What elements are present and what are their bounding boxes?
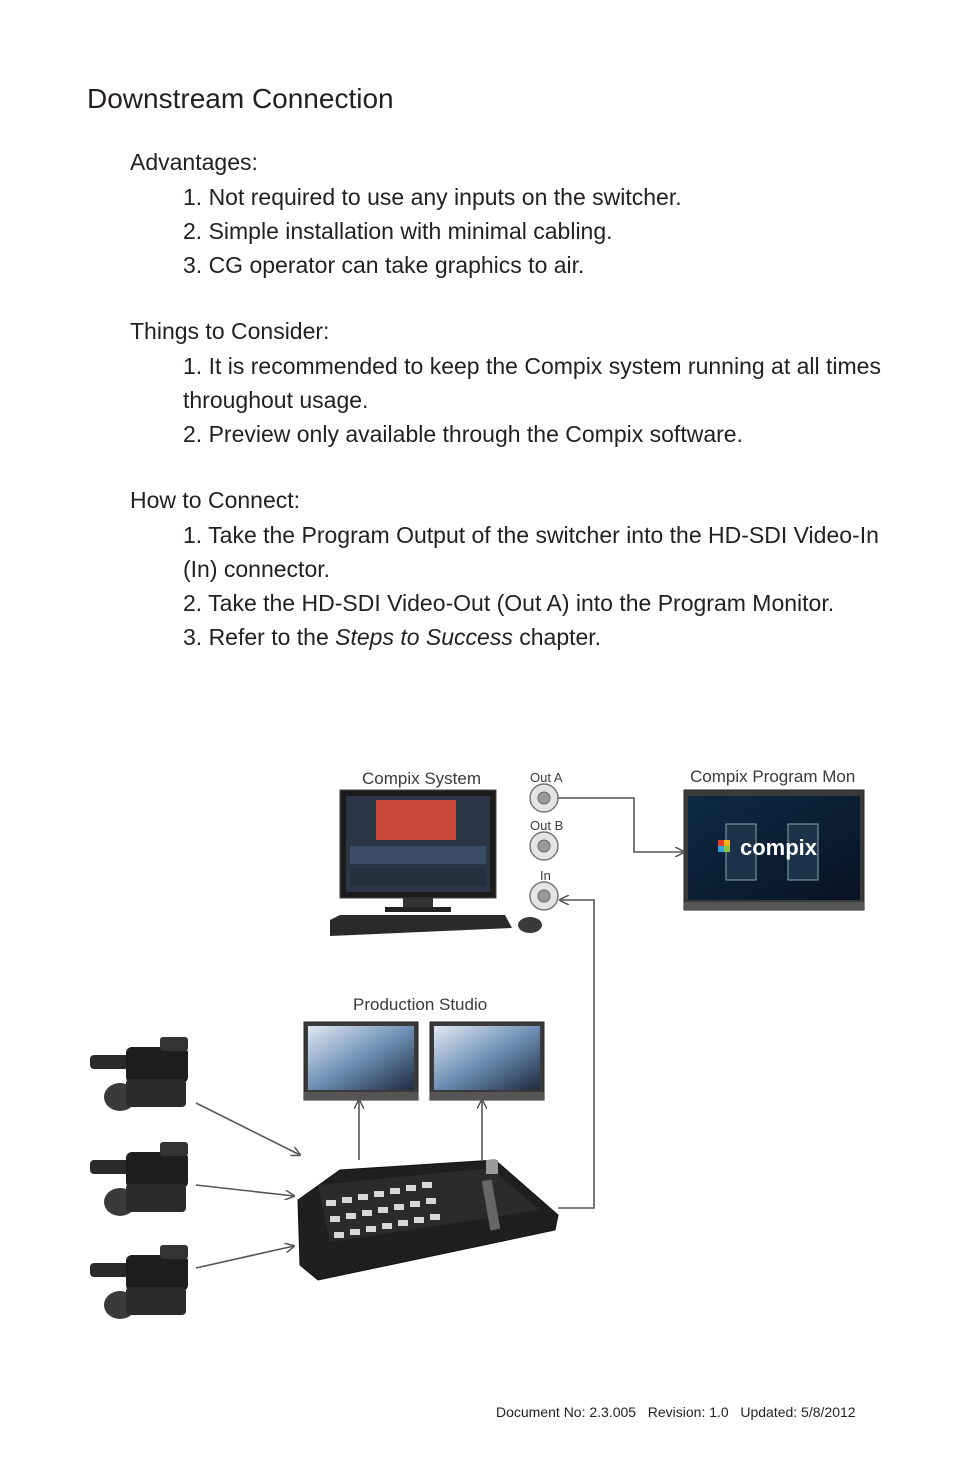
list-item-prefix: 3. Refer to the [183, 624, 336, 650]
list-item: 2. Simple installation with minimal cabl… [183, 218, 613, 244]
camera-icon [90, 1142, 188, 1216]
list-item: 2. Preview only available through the Co… [183, 421, 743, 447]
compix-system-label: Compix System [362, 769, 481, 788]
document-footer: Document No: 2.3.005 Revision: 1.0 Updat… [496, 1404, 856, 1420]
steps-to-success-reference: Steps to Success [335, 624, 513, 650]
list-item: 1. Not required to use any inputs on the… [183, 184, 682, 210]
list-item: 3. Refer to the Steps to Success chapter… [183, 620, 883, 654]
port-out-b-label: Out B [530, 818, 563, 833]
section-heading-how-to-connect: How to Connect: [130, 487, 301, 513]
compix-pc [330, 789, 542, 936]
port-in-label: In [540, 868, 551, 883]
list-item: 1. Take the Program Output of the switch… [183, 522, 879, 582]
section-heading-things-to-consider: Things to Consider: [130, 318, 330, 344]
camera-icon [90, 1245, 188, 1319]
port-out-a-label: Out A [530, 770, 563, 785]
compix-logo-text: compix [740, 835, 818, 860]
studio-monitor [303, 1021, 419, 1101]
program-monitor: compix [683, 789, 865, 911]
section-heading-advantages: Advantages: [130, 149, 258, 175]
list-item: 1. It is recommended to keep the Compix … [183, 353, 881, 413]
studio-monitor [429, 1021, 545, 1101]
page-title: Downstream Connection [87, 83, 394, 114]
camera-icon [90, 1037, 188, 1111]
video-switcher [297, 1159, 559, 1281]
program-monitor-label: Compix Program Mon [690, 767, 855, 786]
list-item: 3. CG operator can take graphics to air. [183, 252, 585, 278]
production-studio-label: Production Studio [353, 995, 487, 1014]
list-item: 2. Take the HD-SDI Video-Out (Out A) int… [183, 590, 835, 616]
connection-diagram: Compix System Out A Out B In Compix Prog… [90, 767, 865, 1319]
list-item-suffix: chapter. [512, 624, 602, 650]
